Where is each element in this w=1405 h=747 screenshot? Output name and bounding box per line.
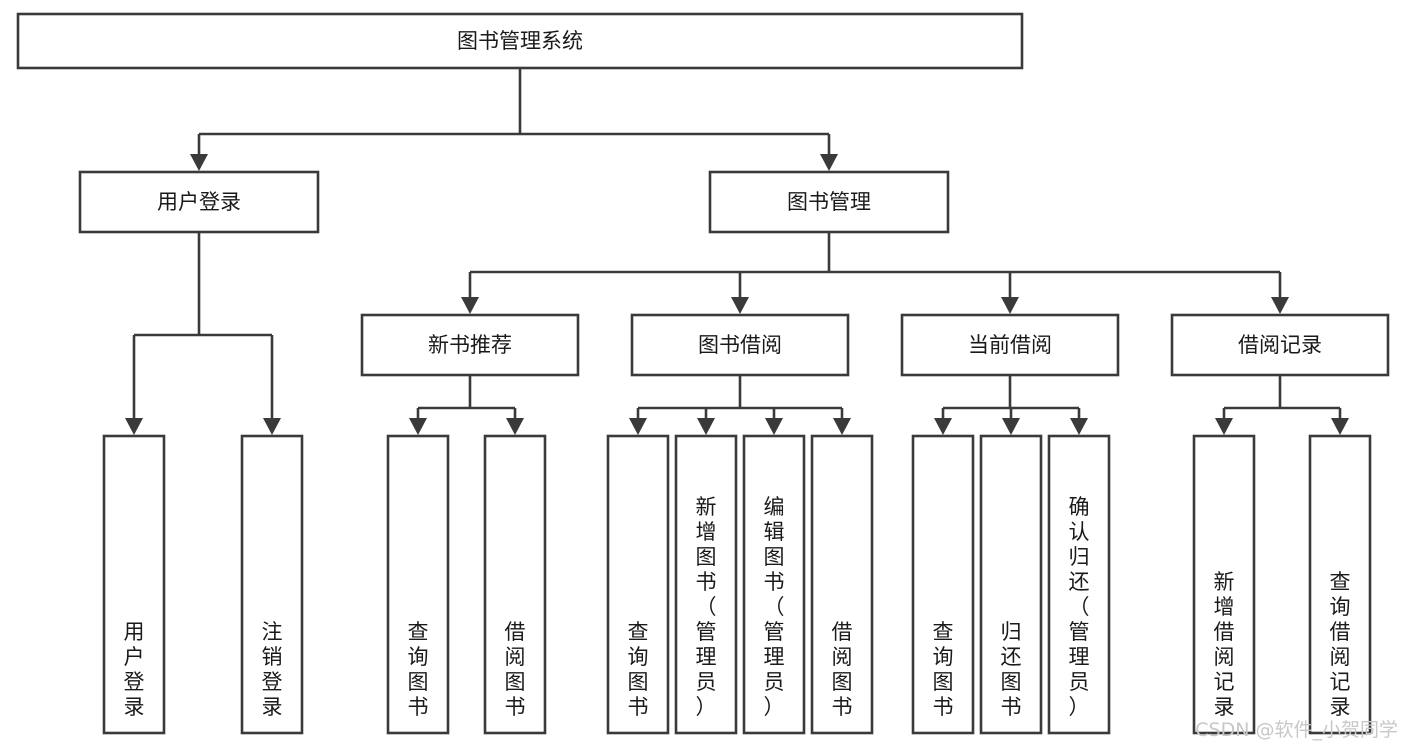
node-leaf-user-login[interactable]: 用户登录	[102, 434, 166, 735]
arrow-head-icon	[125, 418, 143, 435]
node-box	[1308, 434, 1372, 735]
node-box	[240, 434, 304, 735]
node-label: 编辑图书（管理员）	[764, 495, 785, 719]
node-label: 图书借阅	[698, 333, 782, 357]
node-label: 新增图书（管理员）	[696, 495, 717, 719]
node-box	[386, 434, 450, 735]
node-label: 查询图书	[408, 620, 429, 719]
node-label: 用户登录	[124, 620, 145, 719]
node-label: 借阅记录	[1238, 333, 1322, 357]
node-user-login[interactable]: 用户登录	[78, 170, 320, 234]
connectors-layer	[125, 68, 1349, 435]
node-leaf-query-book-3[interactable]: 查询图书	[911, 434, 975, 735]
node-leaf-user-logout[interactable]: 注销登录	[240, 434, 304, 735]
watermark-label: CSDN @软件_小贺同学	[1195, 719, 1398, 741]
arrow-head-icon	[833, 418, 851, 435]
node-label: 确认归还（管理员）	[1069, 495, 1090, 719]
arrow-head-icon	[506, 418, 524, 435]
arrow-head-icon	[820, 154, 838, 171]
node-label: 借阅图书	[505, 620, 526, 719]
node-label: 归还图书	[1001, 620, 1022, 719]
node-box	[1192, 434, 1256, 735]
node-box	[742, 434, 806, 735]
node-label: 用户登录	[157, 190, 241, 214]
node-box	[900, 313, 1120, 377]
arrow-head-icon	[1215, 418, 1233, 435]
node-box	[483, 434, 547, 735]
node-label: 查询图书	[933, 620, 954, 719]
arrow-head-icon	[1271, 297, 1289, 314]
node-book-manage[interactable]: 图书管理	[708, 170, 950, 234]
arrow-head-icon	[697, 418, 715, 435]
node-current-borrow[interactable]: 当前借阅	[900, 313, 1120, 377]
node-leaf-borrow-book-2[interactable]: 借阅图书	[810, 434, 874, 735]
arrow-head-icon	[765, 418, 783, 435]
node-box	[78, 170, 320, 234]
node-leaf-add-borrow-record[interactable]: 新增借阅记录	[1192, 434, 1256, 735]
node-leaf-borrow-book-1[interactable]: 借阅图书	[483, 434, 547, 735]
arrow-head-icon	[1331, 418, 1349, 435]
node-leaf-edit-book[interactable]: 编辑图书（管理员）	[742, 434, 806, 735]
node-box	[810, 434, 874, 735]
node-borrow-record[interactable]: 借阅记录	[1170, 313, 1390, 377]
nodes-layer: 图书管理系统用户登录图书管理用户登录注销登录新书推荐图书借阅当前借阅借阅记录查询…	[16, 12, 1390, 735]
node-box	[606, 434, 670, 735]
node-box	[674, 434, 738, 735]
node-leaf-add-book[interactable]: 新增图书（管理员）	[674, 434, 738, 735]
node-box	[360, 313, 580, 377]
node-root[interactable]: 图书管理系统	[16, 12, 1024, 70]
node-box	[1047, 434, 1111, 735]
arrow-head-icon	[1002, 418, 1020, 435]
node-leaf-return-book[interactable]: 归还图书	[979, 434, 1043, 735]
node-book-borrow[interactable]: 图书借阅	[630, 313, 850, 377]
node-label: 查询图书	[628, 620, 649, 719]
node-label: 借阅图书	[832, 620, 853, 719]
arrow-head-icon	[409, 418, 427, 435]
node-leaf-query-borrow-record[interactable]: 查询借阅记录	[1308, 434, 1372, 735]
node-leaf-confirm-return[interactable]: 确认归还（管理员）	[1047, 434, 1111, 735]
arrow-head-icon	[461, 297, 479, 314]
node-box	[102, 434, 166, 735]
node-box	[1170, 313, 1390, 377]
arrow-head-icon	[1001, 297, 1019, 314]
node-label: 新书推荐	[428, 333, 512, 357]
arrow-head-icon	[190, 154, 208, 171]
node-label: 当前借阅	[968, 333, 1052, 357]
node-box	[708, 170, 950, 234]
arrow-head-icon	[629, 418, 647, 435]
arrow-head-icon	[731, 297, 749, 314]
node-label: 新增借阅记录	[1214, 570, 1235, 719]
node-box	[16, 12, 1024, 70]
node-label: 查询借阅记录	[1330, 570, 1351, 719]
node-label: 图书管理系统	[457, 29, 583, 53]
node-box	[630, 313, 850, 377]
node-box	[911, 434, 975, 735]
node-new-book-recommend[interactable]: 新书推荐	[360, 313, 580, 377]
arrow-head-icon	[263, 418, 281, 435]
node-box	[979, 434, 1043, 735]
arrow-head-icon	[1070, 418, 1088, 435]
node-leaf-query-book-1[interactable]: 查询图书	[386, 434, 450, 735]
node-label: 注销登录	[262, 620, 283, 719]
node-label: 图书管理	[787, 190, 871, 214]
node-leaf-query-book-2[interactable]: 查询图书	[606, 434, 670, 735]
arrow-head-icon	[934, 418, 952, 435]
